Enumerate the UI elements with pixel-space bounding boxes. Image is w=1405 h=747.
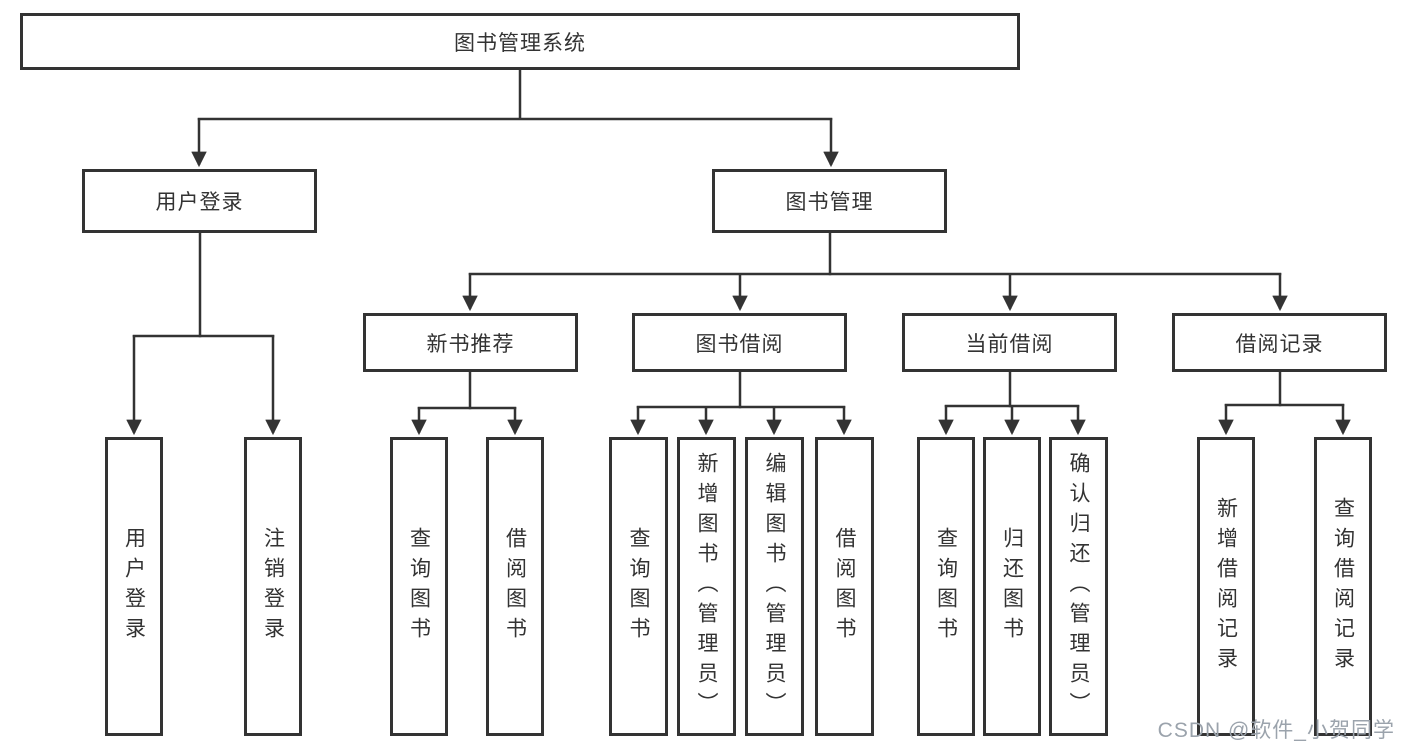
leaf-borrow-books-borrowing: 借阅图书 — [815, 437, 874, 736]
node-label: 借阅图书 — [503, 526, 527, 647]
csdn-watermark: CSDN @软件_小贺同学 — [1157, 719, 1395, 742]
node-label: 查询图书 — [934, 526, 958, 647]
node-label: 用户登录 — [155, 191, 244, 214]
node-book-borrowing: 图书借阅 — [632, 313, 847, 372]
node-library-management-system: 图书管理系统 — [20, 13, 1020, 70]
leaf-add-book-admin: 新增图书（管理员） — [677, 437, 736, 736]
node-label: 注销登录 — [261, 526, 285, 647]
leaf-add-borrowing-record: 新增借阅记录 — [1197, 437, 1255, 736]
node-label: 新增图书（管理员） — [695, 451, 719, 722]
node-label: 归还图书 — [1000, 526, 1024, 647]
node-label: 查询图书 — [627, 526, 651, 647]
node-user-login: 用户登录 — [82, 169, 317, 233]
node-label: 新书推荐 — [426, 332, 515, 356]
node-label: 确认归还（管理员） — [1067, 451, 1091, 722]
node-label: 图书管理 — [785, 191, 874, 214]
leaf-borrow-books-recommend: 借阅图书 — [486, 437, 544, 736]
node-label: 图书管理系统 — [454, 31, 586, 55]
node-label: 借阅记录 — [1235, 332, 1324, 356]
leaf-user-login: 用户登录 — [105, 437, 163, 736]
node-new-book-recommendation: 新书推荐 — [363, 313, 578, 372]
leaf-logout: 注销登录 — [244, 437, 302, 736]
leaf-query-books-recommend: 查询图书 — [390, 437, 448, 736]
leaf-edit-book-admin: 编辑图书（管理员） — [745, 437, 804, 736]
node-label: 当前借阅 — [965, 332, 1054, 356]
node-label: 借阅图书 — [833, 526, 857, 647]
leaf-return-books: 归还图书 — [983, 437, 1041, 736]
node-label: 用户登录 — [122, 526, 146, 647]
node-label: 查询图书 — [407, 526, 431, 647]
node-borrowing-records: 借阅记录 — [1172, 313, 1387, 372]
leaf-query-books-borrowing: 查询图书 — [609, 437, 668, 736]
node-label: 编辑图书（管理员） — [763, 451, 787, 722]
node-current-borrowing: 当前借阅 — [902, 313, 1117, 372]
leaf-confirm-return-admin: 确认归还（管理员） — [1049, 437, 1108, 736]
leaf-query-books-current: 查询图书 — [917, 437, 975, 736]
node-book-management: 图书管理 — [712, 169, 947, 233]
leaf-query-borrowing-record: 查询借阅记录 — [1314, 437, 1372, 736]
node-label: 新增借阅记录 — [1214, 496, 1238, 677]
node-label: 图书借阅 — [695, 332, 784, 356]
node-label: 查询借阅记录 — [1331, 496, 1355, 677]
